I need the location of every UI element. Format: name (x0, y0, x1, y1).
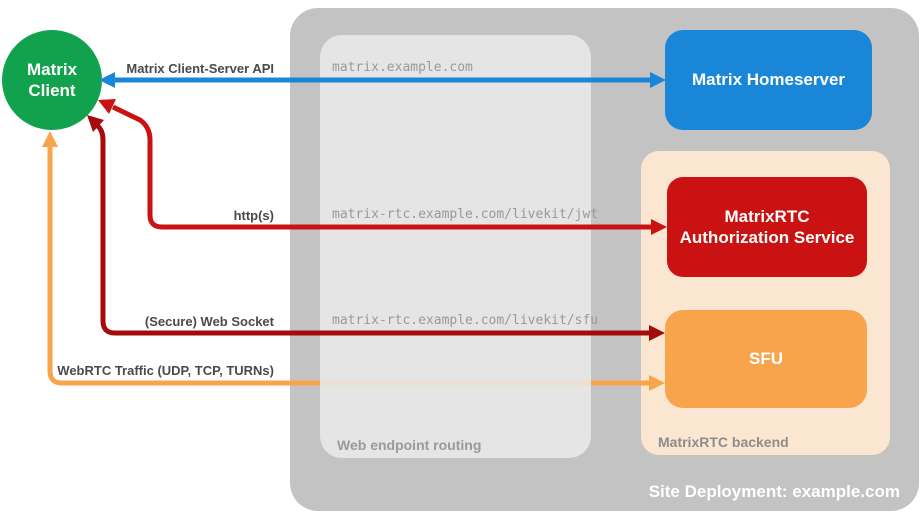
site-deployment-caption: Site Deployment: example.com (648, 482, 900, 501)
matrixrtc-backend-caption: MatrixRTC backend (658, 434, 789, 450)
sfu-node: SFU (665, 310, 867, 408)
matrix-homeserver-label: Matrix Homeserver (691, 70, 846, 90)
matrix-homeserver-node: Matrix Homeserver (665, 30, 872, 130)
route-livekit-sfu: matrix-rtc.example.com/livekit/sfu (332, 313, 599, 328)
webrtc-arrowhead-client (42, 131, 58, 147)
https-arrowhead-client (98, 99, 116, 114)
https-edge-label: http(s) (233, 208, 274, 223)
matrixrtc-auth-service-node: MatrixRTC Authorization Service (667, 177, 867, 277)
webrtc-edge-label: WebRTC Traffic (UDP, TCP, TURNs) (57, 363, 274, 378)
client-server-api-edge-label: Matrix Client-Server API (126, 61, 274, 76)
route-matrix-example-com: matrix.example.com (332, 60, 473, 75)
matrix-client-node: Matrix Client (2, 30, 102, 130)
sfu-label: SFU (749, 349, 783, 369)
websocket-edge-label: (Secure) Web Socket (144, 314, 274, 329)
matrix-client-label: Matrix Client (26, 59, 78, 100)
web-endpoint-routing-container (320, 35, 591, 458)
route-livekit-jwt: matrix-rtc.example.com/livekit/jwt (332, 207, 599, 222)
matrixrtc-auth-service-label: MatrixRTC Authorization Service (679, 206, 855, 247)
websocket-arrowhead-client (87, 115, 104, 132)
web-endpoint-routing-caption: Web endpoint routing (337, 437, 482, 453)
